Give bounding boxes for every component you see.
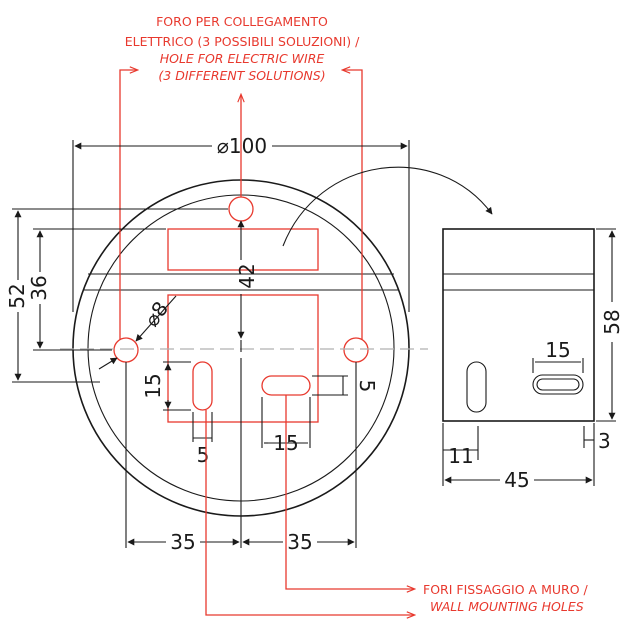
side-horizontal-slot-inner bbox=[536, 378, 580, 391]
wire-hole-leaders bbox=[119, 70, 363, 340]
wire-hole-note: FORO PER COLLEGAMENTO ELETTRICO (3 POSSI… bbox=[125, 14, 360, 83]
wire-hole-note-en-2: (3 DIFFERENT SOLUTIONS) bbox=[158, 68, 325, 83]
side-slot-length-label: 15 bbox=[545, 338, 570, 362]
side-right-offset-label: 3 bbox=[598, 429, 611, 453]
wall-mounting-note: FORI FISSAGGIO A MURO / WALL MOUNTING HO… bbox=[423, 582, 589, 614]
side-horizontal-slot bbox=[532, 374, 584, 395]
upper-opening bbox=[167, 228, 319, 271]
dim-diameter: ⌀100 bbox=[72, 134, 410, 312]
side-body bbox=[442, 228, 595, 422]
diameter-label: ⌀100 bbox=[217, 134, 267, 158]
wall-mounting-note-it: FORI FISSAGGIO A MURO / bbox=[423, 582, 589, 597]
side-width-label: 45 bbox=[504, 468, 529, 492]
right-wire-hole bbox=[343, 337, 369, 363]
view-transfer-arrow bbox=[282, 166, 493, 247]
left-offset-label: 35 bbox=[170, 530, 195, 554]
slot-left-length-label: 15 bbox=[141, 373, 165, 398]
dim-vertical-slot: 15 5 bbox=[141, 361, 213, 467]
dim-horizontal-slot: 15 5 bbox=[261, 375, 379, 455]
dim-heights: 52 36 bbox=[5, 208, 228, 383]
wall-mounting-leaders bbox=[205, 395, 414, 615]
right-offset-label: 35 bbox=[287, 530, 312, 554]
top-wire-hole bbox=[228, 196, 254, 222]
slot-right-width-label: 5 bbox=[355, 380, 379, 393]
wall-mounting-note-en: WALL MOUNTING HOLES bbox=[430, 599, 584, 614]
center-depth-label: 42 bbox=[235, 263, 259, 288]
total-height-label: 52 bbox=[5, 283, 29, 308]
wire-hole-note-it-2: ELETTRICO (3 POSSIBILI SOLUZIONI) / bbox=[125, 34, 360, 49]
inner-height-label: 36 bbox=[27, 275, 51, 300]
horizontal-slot bbox=[261, 375, 311, 396]
front-view bbox=[60, 179, 428, 548]
vertical-slot bbox=[192, 361, 213, 411]
side-left-offset-label: 11 bbox=[448, 444, 473, 468]
side-vertical-slot bbox=[466, 361, 487, 413]
side-view: 15 58 11 3 45 bbox=[442, 228, 624, 492]
dim-hole-diameter: ⌀8 bbox=[98, 295, 177, 370]
slot-left-width-label: 5 bbox=[197, 443, 210, 467]
dim-center-depth: 42 bbox=[235, 220, 259, 339]
side-height-label: 58 bbox=[600, 309, 624, 334]
left-wire-hole bbox=[113, 337, 139, 363]
wire-hole-note-en-1: HOLE FOR ELECTRIC WIRE bbox=[160, 51, 325, 66]
wire-hole-note-it-1: FORO PER COLLEGAMENTO bbox=[156, 14, 328, 29]
dim-offsets: 35 35 bbox=[125, 362, 357, 554]
lower-opening bbox=[167, 294, 319, 423]
